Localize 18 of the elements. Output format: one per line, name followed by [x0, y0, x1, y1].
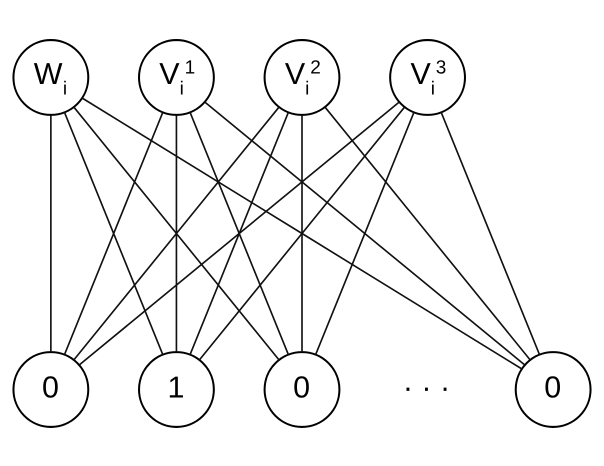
connector — [301, 114, 303, 352]
connector — [176, 114, 178, 352]
connector — [204, 100, 526, 365]
connector — [50, 114, 52, 352]
node-circle: W$_{i}$ — [12, 38, 90, 116]
connector — [324, 106, 531, 360]
connector — [314, 112, 415, 354]
node-circle: 0 — [264, 350, 340, 428]
node-circle: 0 — [514, 350, 592, 428]
connector — [82, 96, 522, 370]
connector — [64, 112, 164, 354]
connector — [198, 106, 406, 360]
connector — [78, 100, 400, 365]
node-circle: 1 — [138, 350, 215, 428]
connector — [440, 112, 540, 354]
label: · · · — [402, 370, 450, 404]
node-circle: 0 — [12, 350, 90, 428]
connector — [189, 112, 290, 354]
